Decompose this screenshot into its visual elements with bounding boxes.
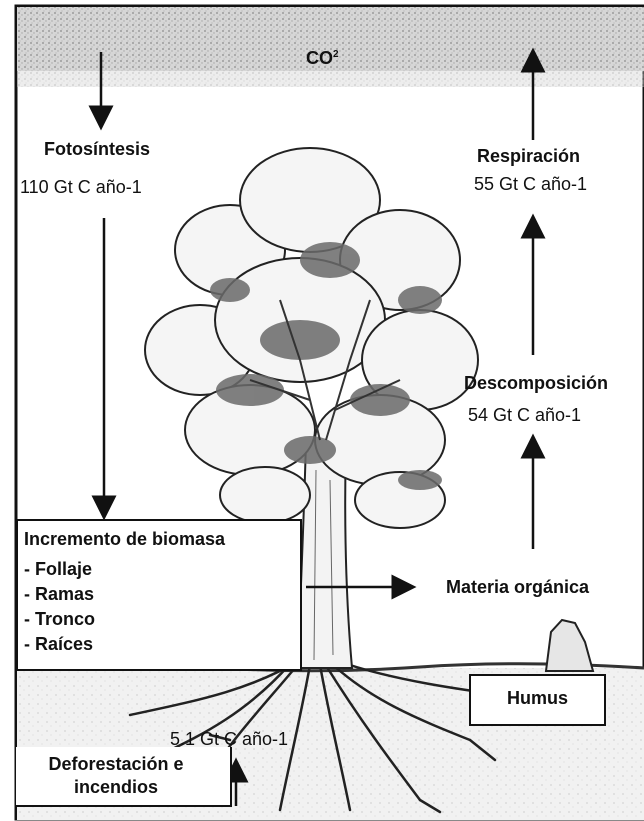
biomass-item-trunk: - Tronco [24,607,95,632]
biomass-title: Incremento de biomasa [24,529,225,550]
decomposition-title: Descomposición [464,372,608,394]
photosynthesis-title: Fotosíntesis [44,138,150,160]
organic-matter-label: Materia orgánica [446,576,589,598]
respiration-title: Respiración [477,145,580,167]
biomass-item-branches: - Ramas [24,582,95,607]
deforestation-box: Deforestación e incendios [16,747,232,807]
co2-label: CO2 [306,44,339,69]
humus-label: Humus [471,688,604,709]
biomass-item-foliage: - Follaje [24,557,95,582]
biomass-item-roots: - Raíces [24,632,95,657]
stump [546,620,593,671]
biomass-box: Incremento de biomasa - Follaje - Ramas … [16,519,302,671]
deforestation-line-1: Deforestación e [16,753,216,776]
humus-box: Humus [469,674,606,726]
deforestation-label: Deforestación e incendios [16,753,216,799]
biomass-list: - Follaje - Ramas - Tronco - Raíces [24,557,95,657]
respiration-value: 55 Gt C año-1 [474,173,587,195]
photosynthesis-value: 110 Gt C año-1 [20,176,142,198]
deforestation-line-2: incendios [16,776,216,799]
decomposition-value: 54 Gt C año-1 [468,404,581,426]
